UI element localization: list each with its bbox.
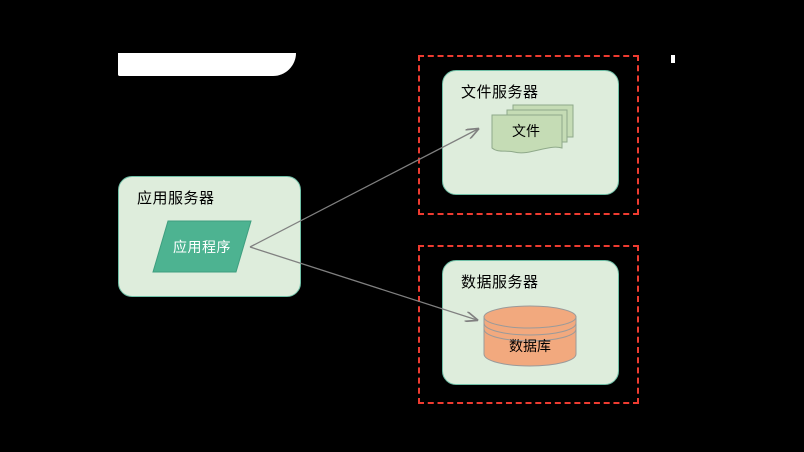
data-server-label: 数据服务器 (461, 273, 539, 291)
document-stack-shape (491, 104, 574, 154)
white-speck-artifact (671, 55, 675, 63)
database-label: 数据库 (509, 339, 551, 355)
files-label: 文件 (512, 124, 540, 140)
application-program-node[interactable]: 应用程序 (152, 220, 252, 273)
database-node[interactable]: 数据库 (483, 305, 577, 367)
application-program-label: 应用程序 (173, 239, 231, 256)
file-server-label: 文件服务器 (461, 83, 539, 101)
white-overlay-artifact (118, 53, 296, 76)
data-server-zone-boundary (418, 245, 639, 404)
files-node[interactable]: 文件 (490, 103, 574, 157)
cylinder-shape (483, 305, 577, 367)
parallelogram-shape (152, 220, 252, 273)
app-server-label: 应用服务器 (137, 189, 215, 207)
